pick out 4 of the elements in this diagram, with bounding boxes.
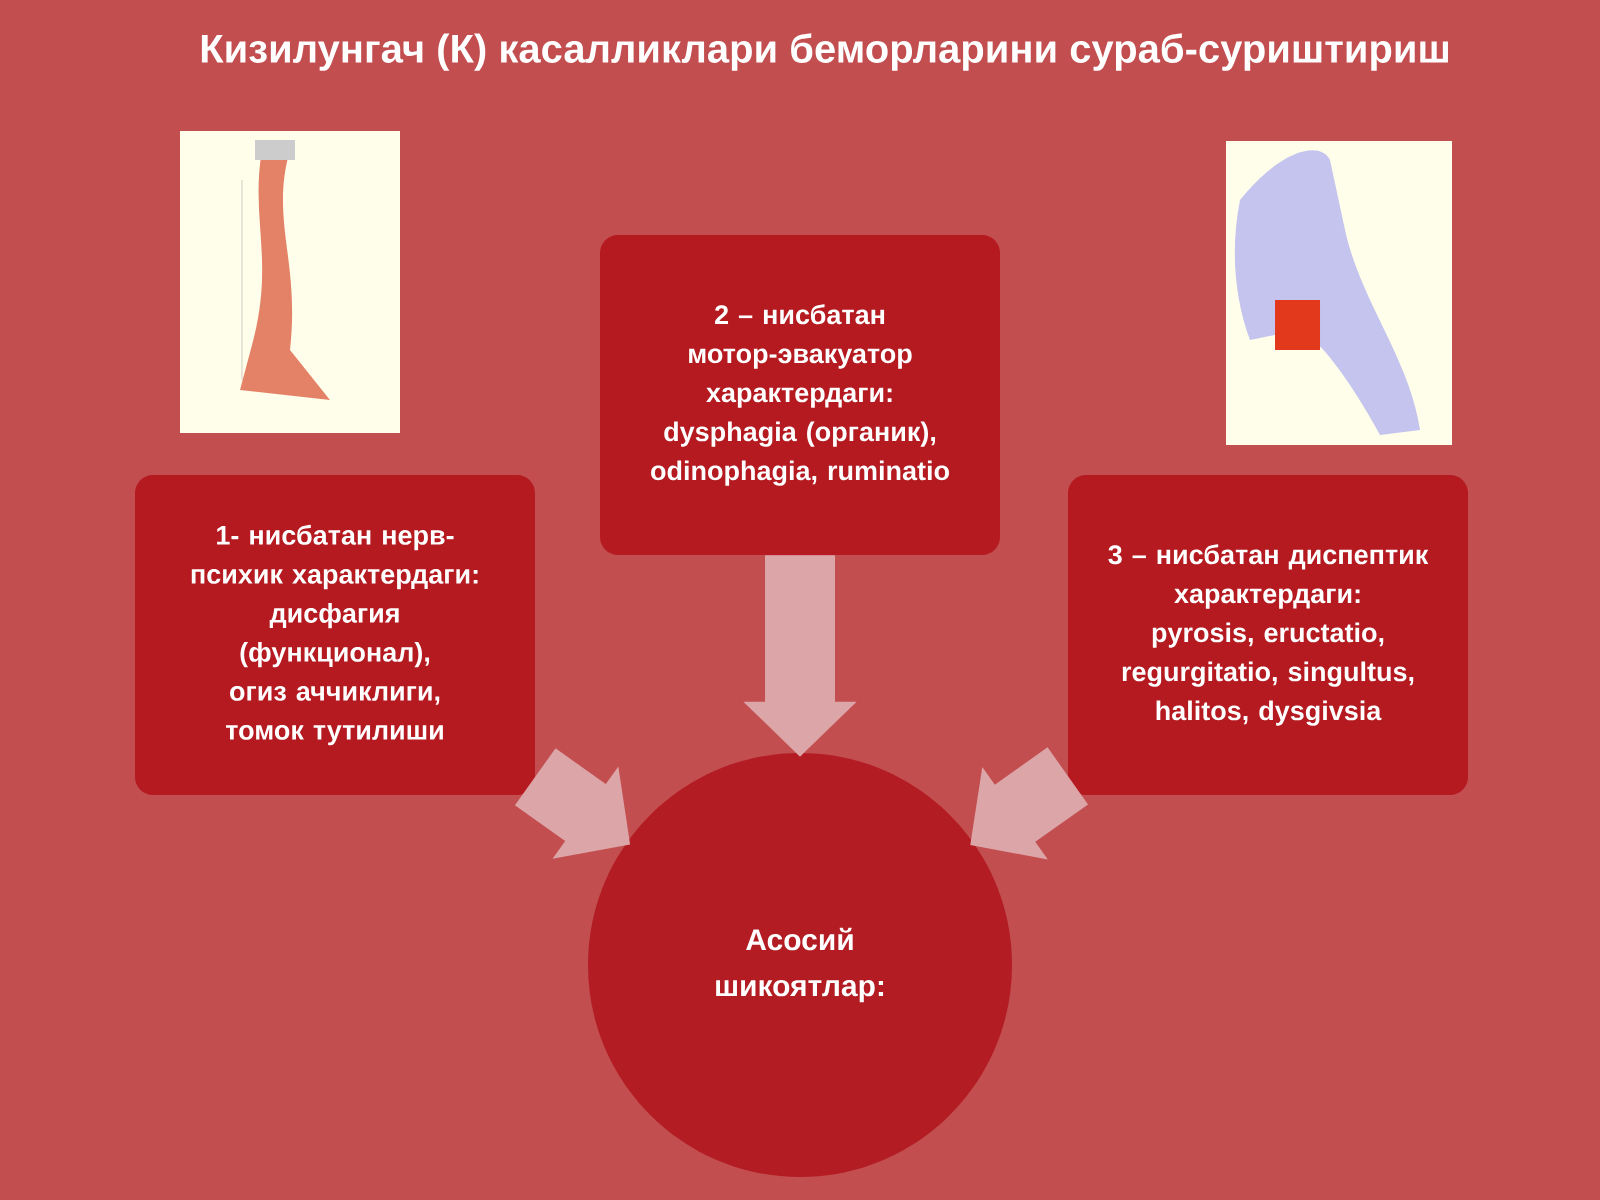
text-box: 1- нисбатан нерв-психик характердаги: дисфагия (функционал), огиз аччиклиги, томок тутилиши [135, 475, 535, 795]
title: Кизилунгач (К) касалликлари беморларини сураб-суриштириш [201, 33, 1448, 71]
text-box: 2 – нисбатан мотор-эвакуатор характердаги: dysphagia (органик), odinophagia, ruminatio [600, 235, 1000, 555]
text-box: 3 – нисбатан диспептик характердаги: pyrosis, eructatio, regurgitatio, singultus, halitos, dysgivsia [1068, 475, 1468, 795]
